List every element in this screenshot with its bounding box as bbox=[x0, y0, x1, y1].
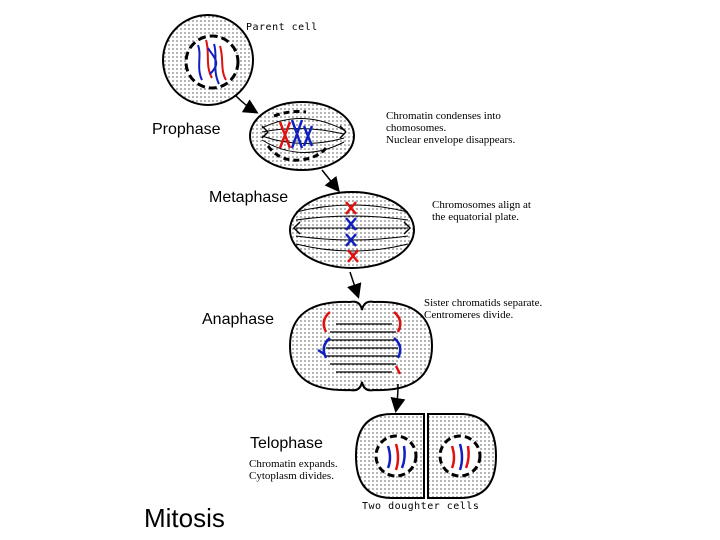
metaphase-description: Chromosomes align at the equatorial plat… bbox=[432, 199, 531, 223]
daughter-cells-label: Two doughter cells bbox=[362, 501, 480, 512]
parent-chromatin bbox=[197, 39, 227, 85]
diagram-title: Mitosis bbox=[144, 503, 225, 533]
arrow-parent-to-prophase bbox=[235, 95, 259, 114]
prophase-chromosomes bbox=[278, 119, 314, 149]
anaphase-label: Anaphase bbox=[202, 311, 275, 328]
prophase-label: Prophase bbox=[152, 121, 221, 138]
metaphase-cell bbox=[289, 191, 415, 269]
anaphase-desc-line-1: Sister chromatids separate. bbox=[424, 297, 543, 309]
metaphase-desc-line-1: Chromosomes align at bbox=[432, 199, 531, 211]
arrow-metaphase-to-anaphase bbox=[347, 271, 362, 299]
arrow-prophase-to-metaphase bbox=[321, 169, 340, 193]
prophase-desc-line-3: Nuclear envelope disappears. bbox=[386, 134, 516, 146]
telophase-cells bbox=[354, 413, 498, 499]
prophase-desc-line-2: chomosomes. bbox=[386, 122, 447, 134]
telophase-desc-line-2: Cytoplasm divides. bbox=[249, 470, 334, 482]
metaphase-desc-line-2: the equatorial plate. bbox=[432, 211, 520, 223]
anaphase-description: Sister chromatids separate. Centromeres … bbox=[424, 297, 542, 321]
arrow-anaphase-to-telophase bbox=[390, 383, 406, 413]
telophase-desc-line-1: Chromatin expands. bbox=[249, 458, 338, 470]
prophase-description: Chromatin condenses into chomosomes. Nuc… bbox=[386, 110, 515, 146]
metaphase-chromosomes bbox=[345, 201, 359, 263]
anaphase-chromatids bbox=[317, 311, 402, 375]
metaphase-label: Metaphase bbox=[209, 189, 289, 206]
telophase-description: Chromatin expands. Cytoplasm divides. bbox=[249, 458, 338, 482]
prophase-cell bbox=[249, 101, 355, 171]
anaphase-cell bbox=[288, 300, 434, 392]
anaphase-desc-line-2: Centromeres divide. bbox=[424, 309, 514, 321]
parent-cell bbox=[162, 14, 254, 106]
parent-cell-label: Parent cell bbox=[246, 22, 318, 33]
prophase-desc-line-1: Chromatin condenses into bbox=[386, 110, 501, 122]
telophase-label: Telophase bbox=[250, 435, 323, 452]
